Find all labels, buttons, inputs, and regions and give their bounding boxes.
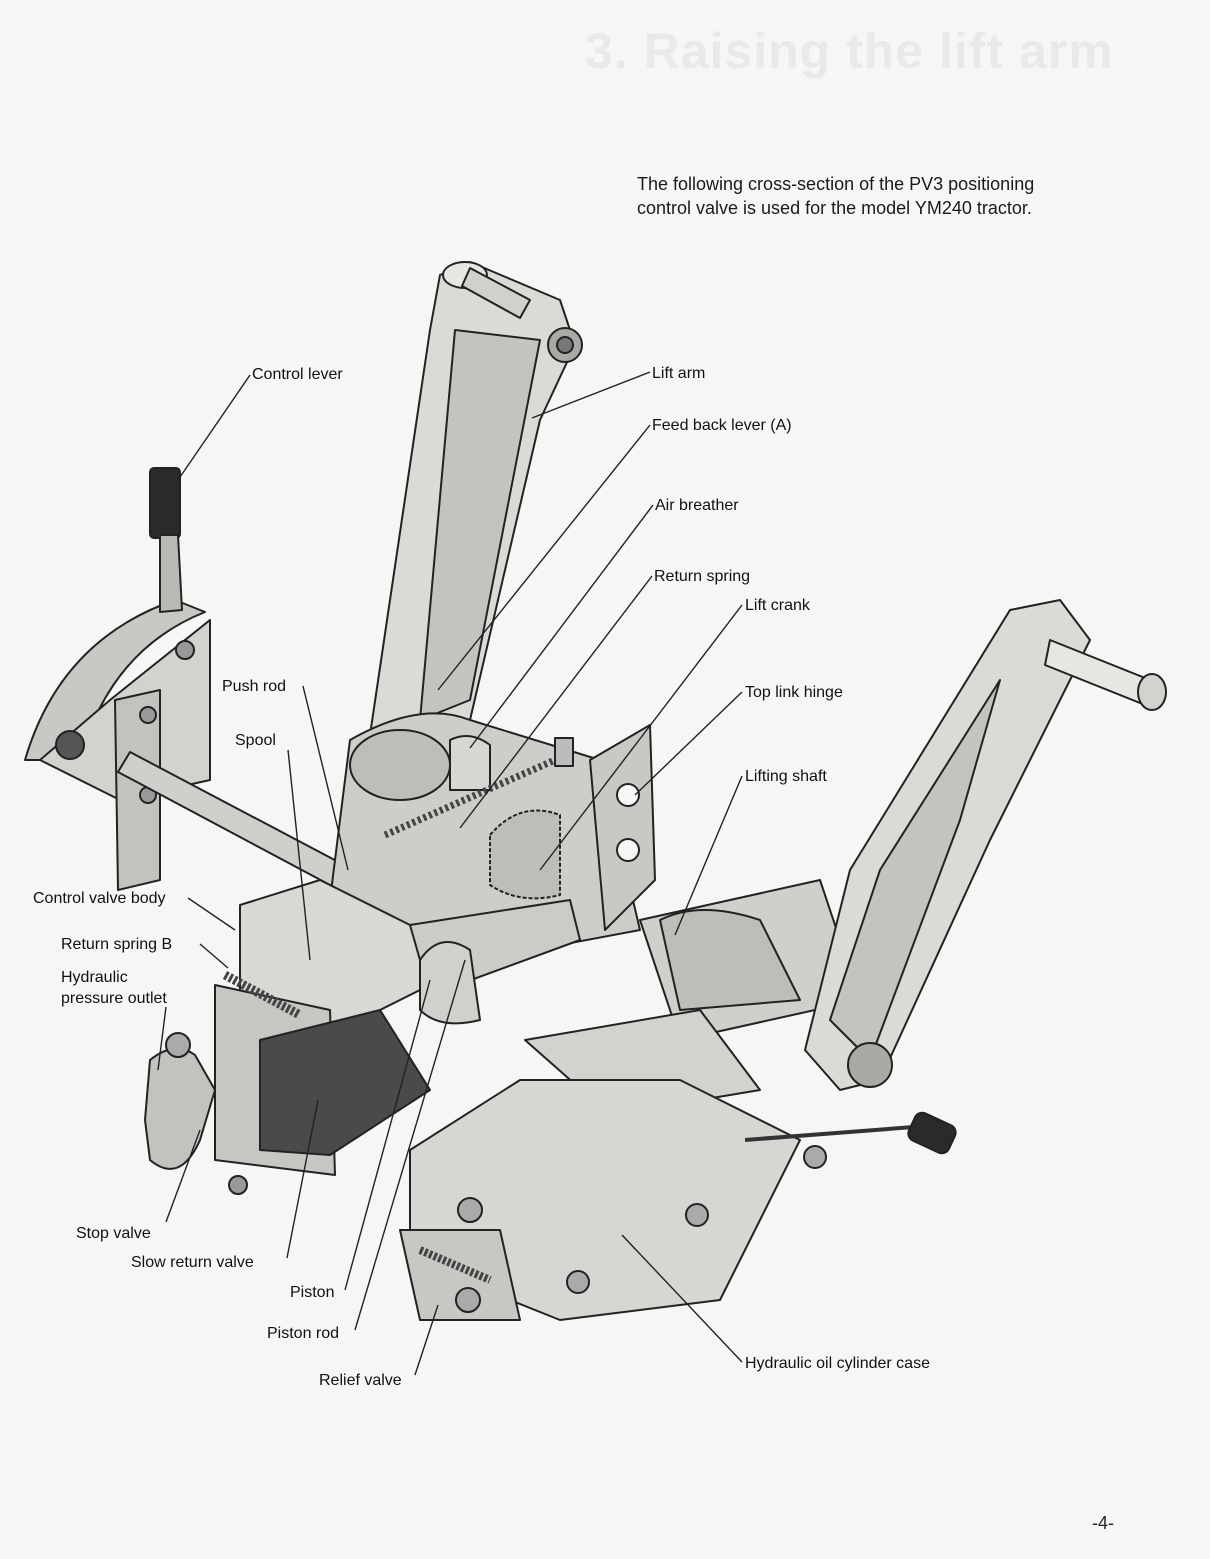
label-hydraulic-pressure-outlet-line1: Hydraulic	[61, 969, 128, 986]
label-lifting-shaft: Lifting shaft	[745, 768, 827, 785]
label-lift-crank: Lift crank	[745, 597, 810, 614]
page-title: 3. Raising the lift arm	[585, 23, 1114, 79]
label-air-breather: Air breather	[655, 497, 739, 514]
label-feed-back-lever: Feed back lever (A)	[652, 417, 792, 434]
label-hydraulic-oil-cylinder-case: Hydraulic oil cylinder case	[745, 1355, 930, 1372]
label-lift-arm: Lift arm	[652, 365, 706, 382]
label-return-spring-b: Return spring B	[61, 936, 173, 953]
lift-arm-left	[369, 261, 583, 761]
stop-valve	[144, 1047, 216, 1170]
label-piston: Piston	[290, 1284, 335, 1301]
label-piston-rod: Piston rod	[267, 1325, 340, 1342]
lift-arm-right	[804, 599, 1167, 1091]
lifting-shaft-assembly	[399, 879, 957, 1321]
intro-line-1: The following cross-section of the PV3 p…	[637, 174, 1035, 194]
label-spool: Spool	[235, 732, 276, 749]
leader-lines	[157, 371, 743, 1376]
return-spring-b	[222, 971, 303, 1019]
label-return-spring: Return spring	[654, 568, 751, 585]
intro-text: The following cross-section of the PV3 p…	[637, 172, 1137, 220]
label-control-lever: Control lever	[252, 366, 343, 383]
label-push-rod: Push rod	[222, 678, 287, 695]
top-link-hinge	[589, 724, 656, 931]
label-slow-return-valve: Slow return valve	[131, 1254, 254, 1271]
lifting-shaft	[659, 909, 801, 1011]
label-hydraulic-pressure-outlet-line2: pressure outlet	[61, 990, 167, 1007]
intro-line-2: control valve is used for the model YM24…	[637, 198, 1032, 218]
page-number: -4-	[1092, 1513, 1114, 1533]
control-lever-assembly	[24, 467, 211, 891]
control-lever-grip	[149, 467, 181, 539]
return-spring	[383, 756, 557, 839]
label-relief-valve: Relief valve	[319, 1372, 402, 1389]
hydraulic-cylinder	[259, 1009, 431, 1156]
label-stop-valve: Stop valve	[76, 1225, 151, 1242]
label-control-valve-body: Control valve body	[33, 890, 166, 907]
label-top-link-hinge: Top link hinge	[745, 684, 843, 701]
upper-housing	[329, 712, 656, 961]
control-valve-body	[144, 879, 581, 1195]
